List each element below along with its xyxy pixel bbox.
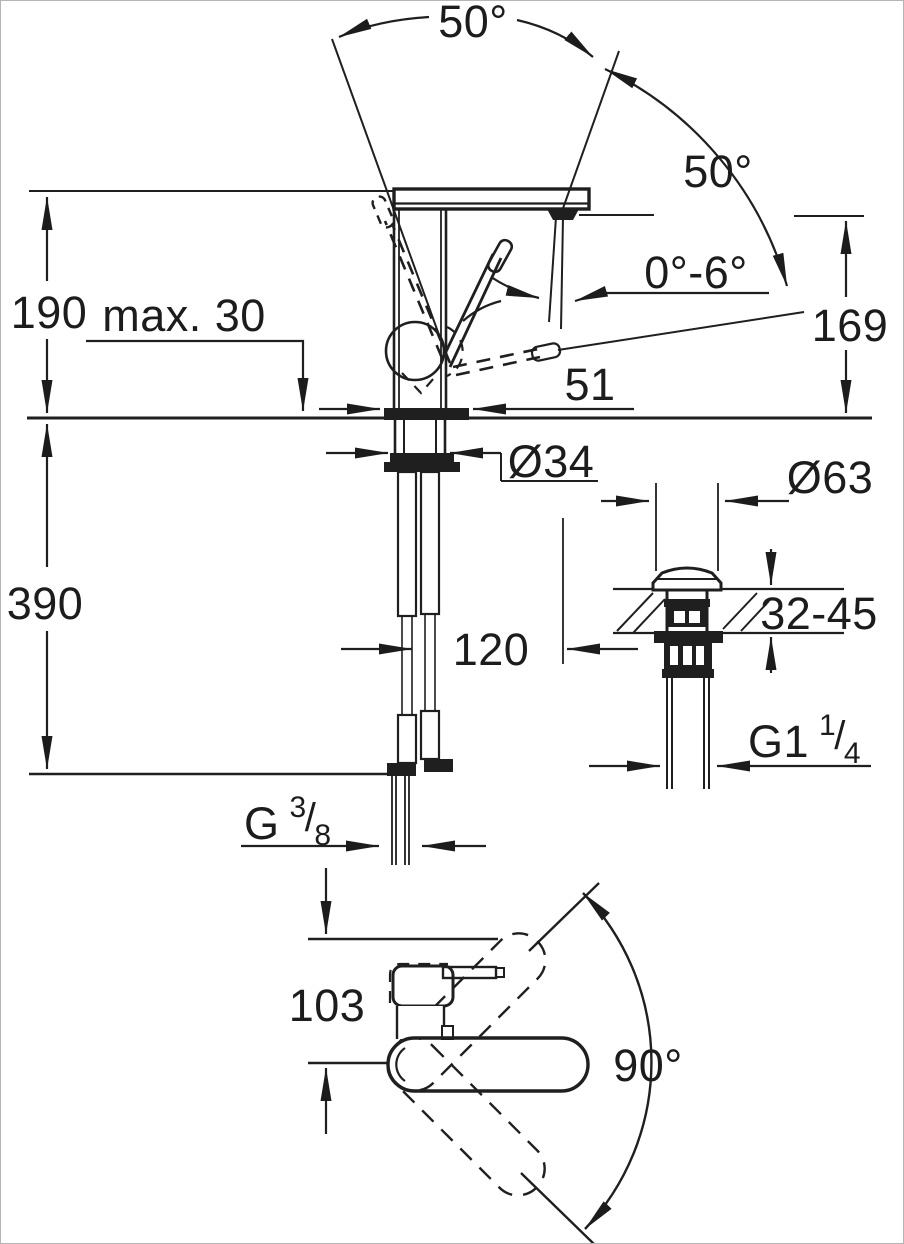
- label-waste-flange-diameter: Ø63: [787, 452, 874, 503]
- label-hose-clearance: 120: [453, 624, 530, 675]
- label-deck-thickness-range: 32-45: [760, 588, 878, 639]
- supply-hoses: [387, 470, 453, 776]
- supply-pipe: [391, 776, 410, 865]
- spout-tip: [495, 967, 505, 978]
- dim-right-swing-50: 50°: [604, 68, 789, 287]
- dim-max-deck-thickness: max. 30: [86, 290, 309, 412]
- label-under-deck-clearance: 390: [7, 578, 84, 629]
- dim-aerator-tilt: 0°-6°: [490, 247, 769, 303]
- handle-horizontal-dashed: [452, 311, 805, 377]
- dim-waste-flange-diameter: Ø63: [601, 452, 874, 507]
- label-overall-height: 190: [11, 287, 88, 338]
- label-max-deck-thickness: max. 30: [102, 290, 266, 341]
- waste-tailpipe: [666, 678, 710, 789]
- top-view: 90°: [386, 882, 683, 1243]
- label-aerator-tilt: 0°-6°: [644, 247, 748, 298]
- stream-line-tilted: [548, 216, 557, 323]
- handle-top-view: [386, 1036, 590, 1093]
- label-handle-swivel-range: 90°: [613, 1040, 683, 1091]
- ball-dashed-v: [401, 372, 435, 395]
- dim-shank-diameter: Ø34: [326, 436, 598, 487]
- body-dashed-edge: [388, 962, 448, 1003]
- below-deck-assembly: [384, 420, 460, 865]
- label-shank-diameter: Ø34: [508, 436, 595, 487]
- dim-top-swing-50: 50°: [338, 1, 594, 58]
- counter-section: [613, 587, 844, 635]
- label-top-swing-angle: 50°: [438, 1, 508, 47]
- column-fill: [398, 1006, 443, 1039]
- label-right-swing-angle: 50°: [683, 146, 753, 197]
- spout-plate: [392, 187, 591, 211]
- dim-swivel-arc: [582, 892, 653, 1230]
- dim-spout-reach: 51: [319, 359, 634, 415]
- dim-overall-height: 190: [11, 190, 394, 414]
- dim-deck-thickness-range: 32-45: [760, 549, 878, 673]
- dim-base-to-spout-tip: 103: [289, 868, 498, 1134]
- dim-under-deck-clearance: 390: [7, 423, 411, 776]
- swivel-radial-bottom: [520, 1172, 595, 1243]
- label-spout-reach: 51: [564, 359, 615, 410]
- label-spout-outlet-height: 169: [812, 300, 889, 351]
- cartridge-ball: [384, 320, 446, 382]
- dim-hose-clearance: 120: [341, 518, 638, 675]
- waste-extension-lines: [655, 483, 719, 571]
- ball-dashed-arc: [446, 326, 464, 377]
- handle-axis-line: [331, 38, 448, 358]
- stream-line-vertical: [560, 216, 564, 330]
- column-edges: [395, 1006, 446, 1039]
- handle-raised: [439, 238, 514, 368]
- popup-waste-assembly: [613, 483, 844, 789]
- dim-spout-outlet-height: 169: [579, 214, 889, 414]
- label-base-to-spout-tip: 103: [289, 980, 366, 1031]
- handle-inner-arc: [395, 1047, 406, 1082]
